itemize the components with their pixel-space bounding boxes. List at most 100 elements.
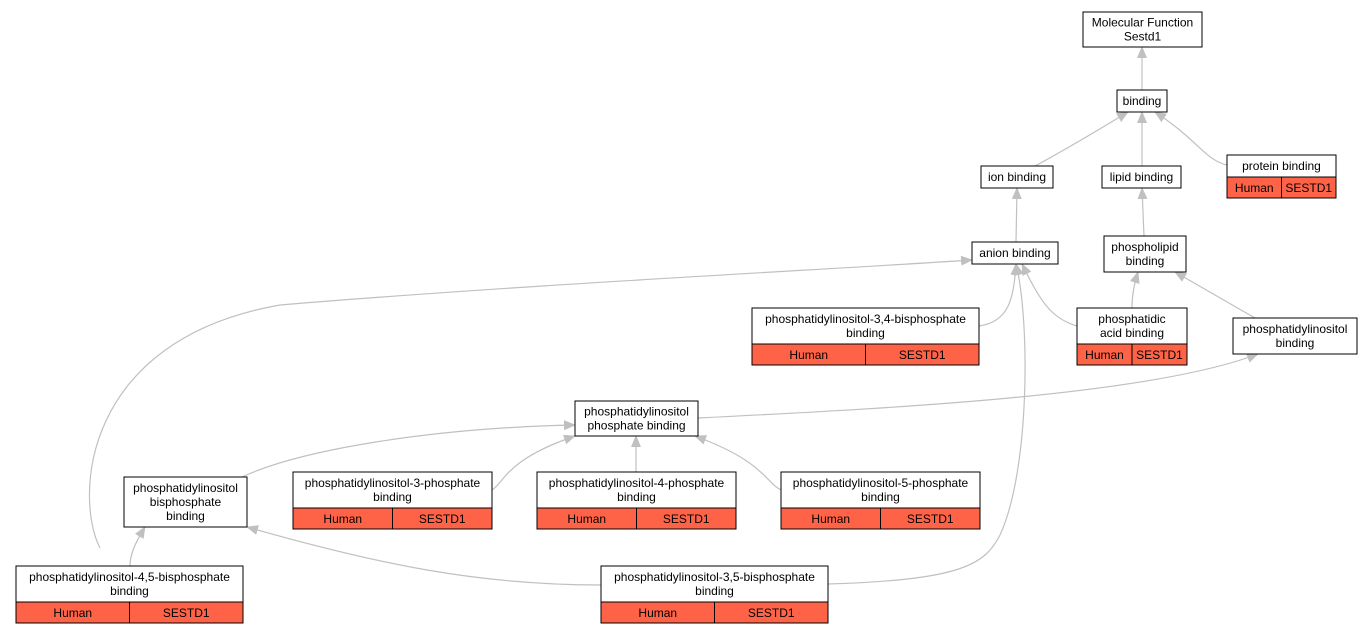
node-label: phosphatidylinositol-4,5-bisphosphate — [29, 570, 230, 584]
node-anion-binding[interactable]: anion binding — [971, 241, 1059, 265]
node-label: phosphatidylinositol-3-phosphate — [305, 476, 481, 490]
node-label: Sestd1 — [1124, 30, 1162, 44]
node-label: phospholipid — [1111, 240, 1178, 254]
node-box — [1101, 165, 1182, 189]
edge-pi45p2-binding-to-anion-binding — [88, 255, 973, 549]
gene-label: SESTD1 — [907, 512, 954, 526]
species-label: Human — [323, 512, 362, 526]
node-label: binding — [1123, 94, 1162, 108]
node-label: binding — [695, 584, 734, 598]
species-label: Human — [789, 348, 828, 362]
node-lipid-binding[interactable]: lipid binding — [1101, 165, 1182, 189]
node-box — [292, 471, 493, 509]
node-pi3p-binding[interactable]: phosphatidylinositol-3-phosphatebindingH… — [292, 471, 493, 530]
node-box — [1082, 11, 1203, 48]
node-label: phosphate binding — [587, 419, 685, 433]
node-label: binding — [110, 584, 149, 598]
node-pi35p2-binding[interactable]: phosphatidylinositol-3,5-bisphosphatebin… — [600, 565, 829, 624]
node-label: binding — [617, 490, 656, 504]
node-box — [600, 565, 829, 603]
species-label: Human — [638, 606, 677, 620]
node-box — [15, 565, 244, 603]
node-box — [1076, 307, 1188, 345]
species-label: Human — [567, 512, 606, 526]
edge-phospholipid-binding-to-lipid-binding — [1137, 187, 1148, 237]
node-box — [123, 476, 248, 528]
node-label: binding — [166, 509, 205, 523]
annotation-cell — [636, 507, 737, 530]
node-box — [1232, 317, 1358, 355]
node-box — [574, 400, 699, 437]
gene-label: SESTD1 — [163, 606, 210, 620]
species-label: Human — [811, 512, 850, 526]
node-label: phosphatidylinositol-3,4-bisphosphate — [765, 312, 966, 326]
node-label: binding — [373, 490, 412, 504]
node-label: lipid binding — [1110, 170, 1173, 184]
edge-pi3p-binding-to-pi-phosphate-binding — [491, 434, 576, 491]
node-ion-binding[interactable]: ion binding — [980, 165, 1054, 189]
annotation-cell — [880, 507, 981, 530]
node-label: ion binding — [988, 170, 1046, 184]
gene-label: SESTD1 — [663, 512, 710, 526]
node-label: binding — [1126, 254, 1165, 268]
node-pi5p-binding[interactable]: phosphatidylinositol-5-phosphatebindingH… — [780, 471, 981, 530]
node-label: phosphatidylinositol — [1243, 322, 1348, 336]
edge-anion-binding-to-ion-binding — [1011, 187, 1022, 243]
node-box — [536, 471, 737, 509]
edge-phosphatidylinositol-binding-to-phospholipid-binding — [1174, 271, 1256, 319]
gene-label: SESTD1 — [748, 606, 795, 620]
edge-phosphatidic-acid-binding-to-phospholipid-binding — [1129, 271, 1140, 309]
node-label: phosphatidylinositol-4-phosphate — [549, 476, 725, 490]
node-label: binding — [861, 490, 900, 504]
gene-label: SESTD1 — [899, 348, 946, 362]
edge-pi35p2-binding-to-anion-binding — [827, 263, 1026, 585]
edge-phosphatidic-acid-binding-to-anion-binding — [1021, 263, 1078, 327]
edge-pi35p2-binding-to-pi-bisphosphate-binding — [246, 525, 602, 586]
node-label: protein binding — [1242, 159, 1321, 173]
edge-pi-phosphate-binding-to-phosphatidylinositol-binding — [697, 353, 1259, 419]
node-label: phosphatidylinositol-3,5-bisphosphate — [614, 570, 815, 584]
node-pi34p2-binding[interactable]: phosphatidylinositol-3,4-bisphosphatebin… — [751, 307, 980, 366]
species-label: Human — [1235, 181, 1274, 195]
edges — [88, 46, 1259, 586]
edge-pi45p2-binding-to-pi-bisphosphate-binding — [129, 526, 146, 567]
gene-label: SESTD1 — [1136, 348, 1183, 362]
annotation-cell — [129, 601, 244, 624]
gene-label: SESTD1 — [419, 512, 466, 526]
gene-label: SESTD1 — [1285, 181, 1332, 195]
node-label: binding — [846, 326, 885, 340]
node-box — [1116, 89, 1168, 113]
node-pi4p-binding[interactable]: phosphatidylinositol-4-phosphatebindingH… — [536, 471, 737, 530]
annotation-cell — [1131, 343, 1188, 366]
annotation-cell — [865, 343, 980, 366]
annotation-cell — [392, 507, 493, 530]
species-label: Human — [53, 606, 92, 620]
node-label: anion binding — [979, 246, 1050, 260]
node-pi45p2-binding[interactable]: phosphatidylinositol-4,5-bisphosphatebin… — [15, 565, 244, 624]
edge-ion-binding-to-binding — [1034, 111, 1129, 167]
node-label: phosphatidylinositol-5-phosphate — [793, 476, 969, 490]
node-binding[interactable]: binding — [1116, 89, 1168, 113]
node-label: phosphatidylinositol — [584, 405, 689, 419]
node-label: phosphatidic — [1098, 312, 1165, 326]
node-label: bisphosphate — [150, 495, 222, 509]
node-label: phosphatidylinositol — [133, 481, 238, 495]
node-box — [971, 241, 1059, 265]
species-label: Human — [1085, 348, 1124, 362]
node-box — [980, 165, 1054, 189]
node-label: acid binding — [1100, 326, 1164, 340]
node-label: binding — [1276, 336, 1315, 350]
node-box — [1103, 235, 1187, 273]
edge-pi-bisphosphate-binding-to-pi-phosphate-binding — [241, 420, 576, 478]
node-box — [751, 307, 980, 345]
edge-pi34p2-binding-to-anion-binding — [978, 263, 1021, 327]
